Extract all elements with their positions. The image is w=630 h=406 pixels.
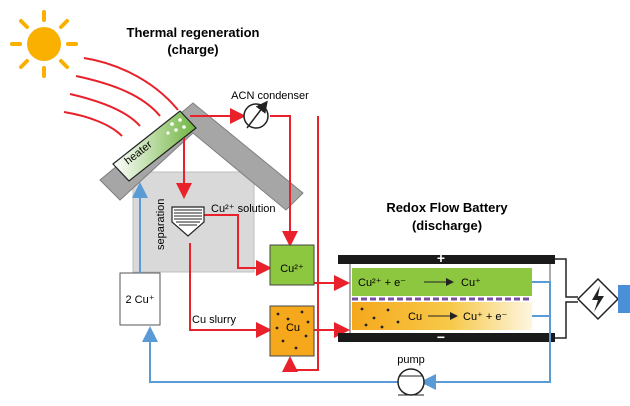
minus-sign: − bbox=[437, 329, 445, 345]
thermal-title-line1: Thermal regeneration bbox=[127, 25, 260, 40]
two-cu-plus-label: 2 Cu⁺ bbox=[125, 294, 154, 306]
battery: + − Cu²⁺ + e⁻ Cu⁺ Cu Cu⁺ + e⁻ bbox=[338, 250, 555, 345]
bottom-reaction-right: Cu⁺ + e⁻ bbox=[463, 311, 508, 323]
top-electrode bbox=[338, 255, 555, 264]
pump-icon bbox=[397, 368, 425, 396]
sun-icon bbox=[10, 10, 78, 78]
separation-label: separation bbox=[155, 199, 167, 250]
rfb-title-line1: Redox Flow Battery bbox=[386, 200, 508, 215]
pump-label: pump bbox=[397, 354, 425, 366]
cu-slurry-label: Cu slurry bbox=[192, 314, 237, 326]
cu-tank-label: Cu bbox=[286, 322, 300, 334]
cu-tank-particles bbox=[275, 310, 310, 350]
acn-condenser-label: ACN condenser bbox=[231, 90, 309, 102]
anolyte-particles bbox=[360, 307, 400, 329]
separation-funnel bbox=[171, 206, 205, 237]
output-arrow bbox=[618, 285, 630, 313]
top-reaction-right: Cu⁺ bbox=[461, 277, 481, 289]
cu-plus-box bbox=[119, 272, 161, 326]
condenser-icon bbox=[243, 100, 269, 129]
thermal-title-line2: (charge) bbox=[167, 42, 218, 57]
cu2-tank bbox=[269, 244, 315, 286]
rfb-title-line2: (discharge) bbox=[412, 218, 482, 233]
cu2-solution-label: Cu²⁺ solution bbox=[211, 203, 276, 215]
bottom-electrode bbox=[338, 333, 555, 342]
bottom-reaction-left: Cu bbox=[408, 311, 422, 323]
plus-sign: + bbox=[437, 250, 445, 266]
cu2-tank-label: Cu²⁺ bbox=[280, 263, 304, 275]
lightning-load-icon bbox=[576, 277, 630, 321]
top-reaction-left: Cu²⁺ + e⁻ bbox=[358, 277, 406, 289]
heat-waves bbox=[63, 57, 179, 137]
